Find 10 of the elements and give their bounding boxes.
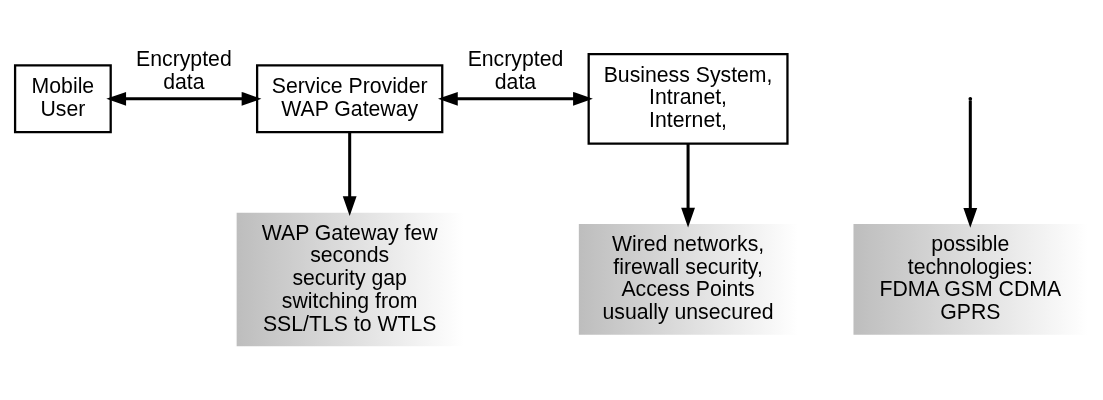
node-box: Mobile User [13,63,112,133]
edge-label: Encrypted data [467,46,564,94]
edge-label: Encrypted data [136,46,232,94]
arrow [438,91,593,106]
arrow [963,99,978,228]
node-box: Service Provider WAP Gateway [256,63,444,133]
node-box: Business System, Intranet, Internet, [587,52,789,145]
arrow [681,143,695,227]
arrow [106,91,262,106]
arrow [342,132,357,216]
